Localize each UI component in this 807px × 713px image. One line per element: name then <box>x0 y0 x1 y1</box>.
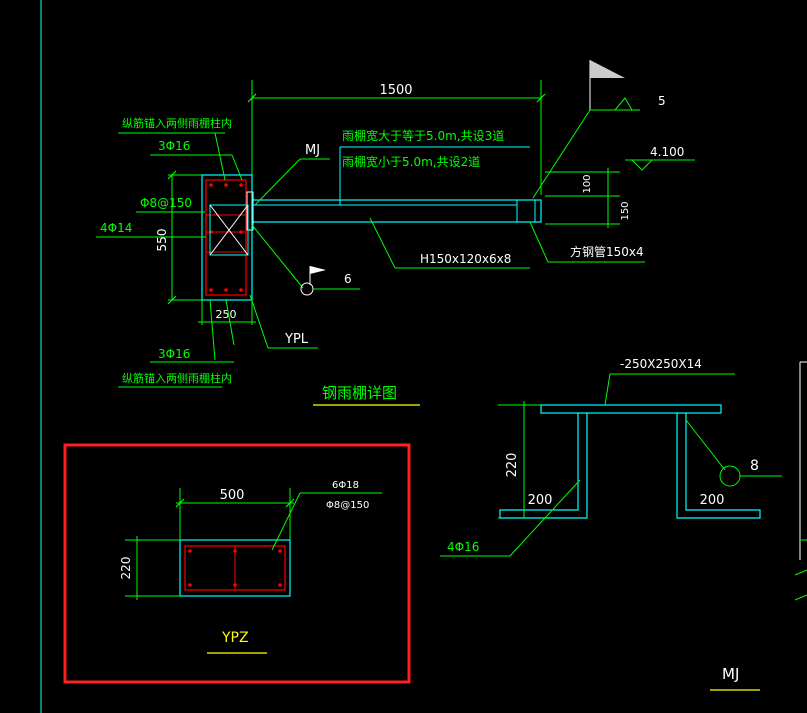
note-narrow-canopy: 雨棚宽小于5.0m,共设2道 <box>342 154 480 169</box>
callout-leader <box>685 419 726 471</box>
dim-1500-label: 1500 <box>379 83 412 98</box>
rebar-dot <box>188 583 192 587</box>
dim-150-label: 150 <box>620 201 631 220</box>
elevation-symbol <box>631 159 653 171</box>
rebar-dot <box>233 583 237 587</box>
dim-tick <box>175 498 185 508</box>
rebar-dot <box>224 183 228 187</box>
rebar-dot <box>224 288 228 292</box>
leader <box>271 492 301 551</box>
rebar-dot <box>278 549 282 553</box>
callout-leader <box>532 109 591 199</box>
label-plate: -250X250X14 <box>620 357 702 371</box>
dim-250-label: 250 <box>216 308 237 321</box>
callout-leader <box>251 224 304 289</box>
note-anchor-bottom: 纵筋锚入两侧雨棚柱内 <box>122 371 232 385</box>
leader <box>254 158 301 206</box>
h-beam <box>251 199 542 223</box>
note-anchor-top: 纵筋锚入两侧雨棚柱内 <box>122 116 232 130</box>
rebar-dot <box>233 549 237 553</box>
leader <box>369 217 396 269</box>
ypz-detail: 500 220 6Φ18 Φ8@150 YPZ <box>63 443 411 684</box>
ypz-section <box>179 539 291 597</box>
anchor-diag <box>209 204 249 256</box>
label-top-bars: 3Φ16 <box>158 139 190 153</box>
label-side-bars: 4Φ14 <box>100 221 132 235</box>
mj-plate <box>540 404 722 414</box>
callout-8-label: 8 <box>750 458 759 474</box>
leader <box>225 299 235 346</box>
dim-220-label: 220 <box>119 557 133 580</box>
mj-dim-200-left: 200 <box>528 493 553 508</box>
leader <box>529 221 549 263</box>
flag-icon <box>310 266 326 274</box>
dim-500-label: 500 <box>220 488 245 503</box>
dim-tick <box>167 170 177 180</box>
dim-tick <box>167 295 177 305</box>
canopy-detail: 1500 雨棚宽大于等于5.0m,共设3道 雨棚宽小于5.0m,共设2道 <box>96 60 695 406</box>
callout-6-label: 6 <box>344 272 352 286</box>
rebar-dot <box>239 183 243 187</box>
label-main-bars: 6Φ18 <box>332 480 359 491</box>
leader <box>214 132 226 181</box>
adjacent-detail-mark2 <box>794 569 807 576</box>
rebar-dot <box>278 583 282 587</box>
elevation-label: 4.100 <box>650 145 684 159</box>
mj-dim-200-right: 200 <box>700 493 725 508</box>
rebar-dot <box>239 288 243 292</box>
highlight-frame[interactable] <box>63 443 411 684</box>
ypl-stirrup <box>205 179 247 296</box>
label-tube-spec: 方钢管150x4 <box>570 244 644 259</box>
mj-title: MJ <box>722 665 739 683</box>
label-bottom-bars: 3Φ16 <box>158 347 190 361</box>
leader <box>249 294 269 349</box>
mj-anchor-right <box>676 413 761 519</box>
label-stirrup: Φ8@150 <box>140 196 192 210</box>
callout-6-circle <box>300 282 314 296</box>
callout-5-label: 5 <box>658 94 666 108</box>
adjacent-detail-mark3 <box>794 594 807 601</box>
label-anchor-bars: 4Φ16 <box>447 540 479 554</box>
ypz-title: YPZ <box>221 630 249 646</box>
dim-tick <box>247 93 257 103</box>
leader <box>604 373 611 406</box>
dim-tick <box>536 93 546 103</box>
callout-symbol <box>614 97 633 111</box>
anchor-frame <box>209 204 249 256</box>
callout-8-circle <box>719 465 741 487</box>
leader <box>209 299 216 361</box>
label-ypz-stirrup: Φ8@150 <box>326 500 369 511</box>
leader <box>231 154 243 181</box>
rebar-dot <box>239 230 243 234</box>
mj-dim-220-label: 220 <box>505 453 520 478</box>
dim-100-label: 100 <box>582 174 593 193</box>
embedded-plate <box>246 191 254 231</box>
mj-anchor-left <box>499 413 588 519</box>
mj-detail: -250X250X14 220 200 200 4Φ16 8 MJ <box>440 357 782 691</box>
label-mj: MJ <box>305 143 320 158</box>
dim-tick <box>285 498 295 508</box>
rebar-dot <box>209 288 213 292</box>
label-beam-spec: H150x120x6x8 <box>420 252 511 266</box>
leader <box>509 479 581 557</box>
label-ypl: YPL <box>284 332 309 347</box>
canopy-detail-title: 钢雨棚详图 <box>322 384 397 402</box>
dim-550-label: 550 <box>155 229 169 252</box>
rebar-dot <box>188 549 192 553</box>
flag-icon <box>590 60 625 78</box>
note-wide-canopy: 雨棚宽大于等于5.0m,共设3道 <box>342 128 504 143</box>
rebar-dot <box>209 183 213 187</box>
